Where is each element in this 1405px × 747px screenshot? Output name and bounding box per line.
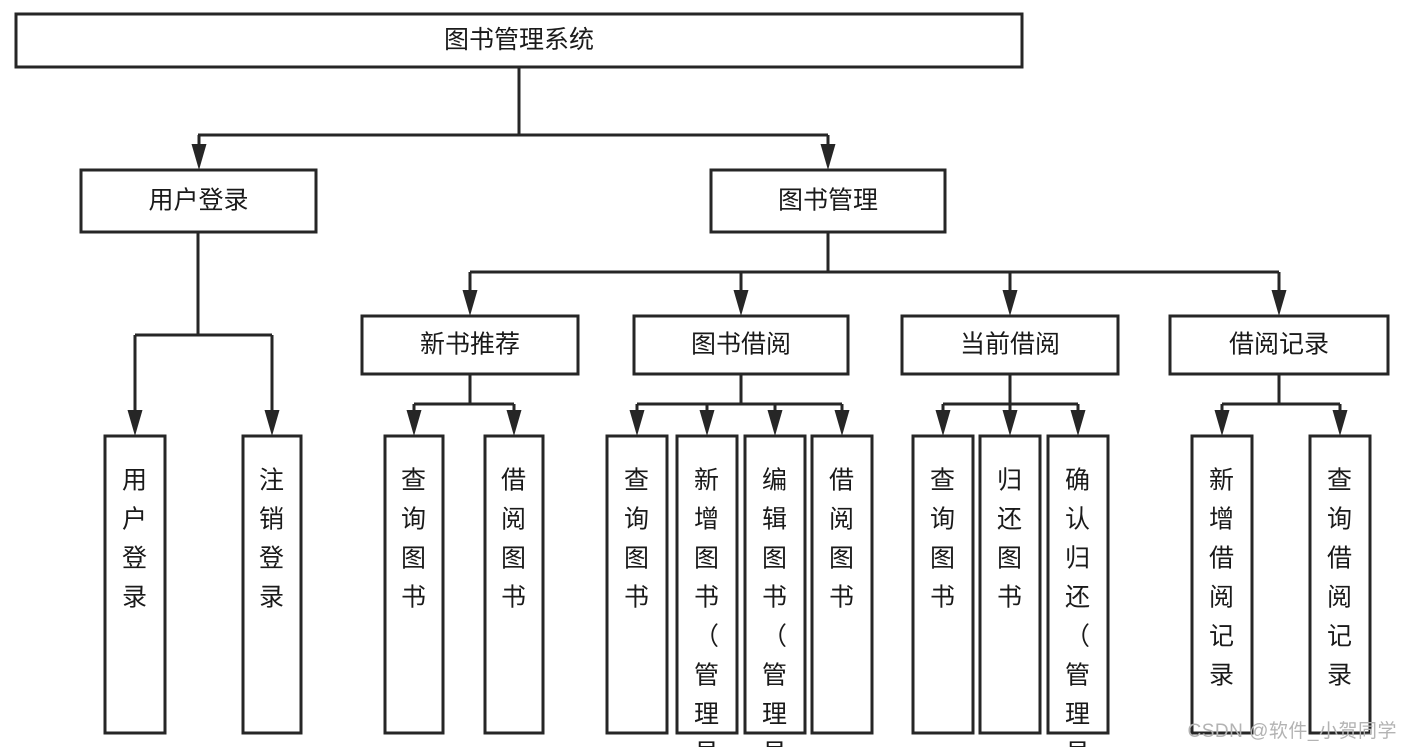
node-leaf-borrow-book[interactable]: 借阅图书 <box>810 434 874 735</box>
node-label-leaf-query-book-borrow: 查询图书 <box>624 466 650 611</box>
node-label-leaf-query-book-rec: 查询图书 <box>401 466 427 611</box>
node-box-leaf-query-book-rec[interactable] <box>383 434 445 735</box>
arrow-head-icon <box>127 410 143 436</box>
node-label-user-login: 用户登录 <box>148 187 248 215</box>
node-box-borrow-record[interactable] <box>1168 314 1390 376</box>
node-box-new-book-rec[interactable] <box>360 314 580 376</box>
node-label-leaf-query-record: 查询借阅记录 <box>1327 466 1353 689</box>
node-leaf-query-book-cur[interactable]: 查询图书 <box>911 434 975 735</box>
node-box-leaf-borrow-book-rec[interactable] <box>483 434 545 735</box>
connector-bookborrow-to-leaves <box>629 374 850 436</box>
node-box-leaf-query-book-borrow[interactable] <box>605 434 669 735</box>
arrow-head-icon <box>191 144 207 170</box>
arrow-head-icon <box>1214 410 1230 436</box>
node-label-leaf-query-book-cur: 查询图书 <box>930 466 956 611</box>
node-label-leaf-confirm-return: 确认归还（管理员） <box>1065 466 1091 747</box>
node-label-leaf-add-record: 新增借阅记录 <box>1209 466 1235 689</box>
node-label-leaf-logout: 注销登录 <box>259 466 285 611</box>
node-box-leaf-confirm-return[interactable] <box>1046 434 1110 735</box>
connector-currentborrow-to-leaves <box>935 374 1086 436</box>
node-box-leaf-logout[interactable] <box>241 434 303 735</box>
connector-borrowrecord-to-leaves <box>1214 374 1348 436</box>
node-label-borrow-record: 借阅记录 <box>1229 331 1329 359</box>
arrow-head-icon <box>462 290 478 316</box>
arrow-head-icon <box>1002 410 1018 436</box>
node-new-book-rec[interactable]: 新书推荐 <box>360 314 580 376</box>
arrow-head-icon <box>834 410 850 436</box>
node-leaf-add-record[interactable]: 新增借阅记录 <box>1190 434 1254 735</box>
node-label-leaf-return-book: 归还图书 <box>997 466 1023 611</box>
node-box-leaf-add-book[interactable] <box>675 434 739 735</box>
connector-bookmanage-to-level2 <box>462 232 1287 316</box>
node-box-user-login[interactable] <box>79 168 318 234</box>
node-label-leaf-user-login: 用户登录 <box>122 466 148 611</box>
node-box-root[interactable] <box>14 12 1024 69</box>
node-leaf-edit-book[interactable]: 编辑图书（管理员） <box>743 434 807 747</box>
node-label-leaf-add-book: 新增图书（管理员） <box>694 466 720 747</box>
node-label-current-borrow: 当前借阅 <box>960 331 1060 359</box>
arrow-head-icon <box>1332 410 1348 436</box>
arrow-head-icon <box>264 410 280 436</box>
connector-userlogin-to-leaves <box>127 232 280 436</box>
node-book-manage[interactable]: 图书管理 <box>709 168 947 234</box>
node-leaf-query-book-rec[interactable]: 查询图书 <box>383 434 445 735</box>
node-label-root: 图书管理系统 <box>444 26 594 54</box>
node-leaf-query-record[interactable]: 查询借阅记录 <box>1308 434 1372 735</box>
node-label-leaf-borrow-book-rec: 借阅图书 <box>501 466 527 611</box>
arrow-head-icon <box>767 410 783 436</box>
node-box-leaf-return-book[interactable] <box>978 434 1042 735</box>
node-leaf-return-book[interactable]: 归还图书 <box>978 434 1042 735</box>
connector-root-to-level1 <box>191 67 836 170</box>
node-leaf-logout[interactable]: 注销登录 <box>241 434 303 735</box>
arrow-head-icon <box>733 290 749 316</box>
arrow-head-icon <box>820 144 836 170</box>
node-leaf-confirm-return[interactable]: 确认归还（管理员） <box>1046 434 1110 747</box>
node-user-login[interactable]: 用户登录 <box>79 168 318 234</box>
node-borrow-record[interactable]: 借阅记录 <box>1168 314 1390 376</box>
node-box-book-borrow[interactable] <box>632 314 850 376</box>
arrow-head-icon <box>935 410 951 436</box>
connector-layer <box>127 67 1348 436</box>
arrow-head-icon <box>1002 290 1018 316</box>
node-box-leaf-query-book-cur[interactable] <box>911 434 975 735</box>
arrow-head-icon <box>1271 290 1287 316</box>
node-label-leaf-edit-book: 编辑图书（管理员） <box>762 466 788 747</box>
node-layer: 图书管理系统用户登录图书管理新书推荐图书借阅当前借阅借阅记录用户登录注销登录查询… <box>14 12 1390 747</box>
arrow-head-icon <box>1070 410 1086 436</box>
node-box-leaf-add-record[interactable] <box>1190 434 1254 735</box>
node-box-book-manage[interactable] <box>709 168 947 234</box>
node-leaf-borrow-book-rec[interactable]: 借阅图书 <box>483 434 545 735</box>
node-box-leaf-borrow-book[interactable] <box>810 434 874 735</box>
node-leaf-query-book-borrow[interactable]: 查询图书 <box>605 434 669 735</box>
node-root[interactable]: 图书管理系统 <box>14 12 1024 69</box>
node-book-borrow[interactable]: 图书借阅 <box>632 314 850 376</box>
arrow-head-icon <box>699 410 715 436</box>
node-box-leaf-edit-book[interactable] <box>743 434 807 735</box>
node-box-current-borrow[interactable] <box>900 314 1120 376</box>
arrow-head-icon <box>406 410 422 436</box>
node-label-leaf-borrow-book: 借阅图书 <box>829 466 855 611</box>
node-label-book-manage: 图书管理 <box>778 187 878 215</box>
arrow-head-icon <box>506 410 522 436</box>
connector-newbookrec-to-leaves <box>406 374 522 436</box>
node-label-book-borrow: 图书借阅 <box>691 331 791 359</box>
arrow-head-icon <box>629 410 645 436</box>
node-leaf-user-login[interactable]: 用户登录 <box>103 434 167 735</box>
node-label-new-book-rec: 新书推荐 <box>420 331 520 359</box>
node-leaf-add-book[interactable]: 新增图书（管理员） <box>675 434 739 747</box>
node-box-leaf-user-login[interactable] <box>103 434 167 735</box>
node-box-leaf-query-record[interactable] <box>1308 434 1372 735</box>
node-current-borrow[interactable]: 当前借阅 <box>900 314 1120 376</box>
